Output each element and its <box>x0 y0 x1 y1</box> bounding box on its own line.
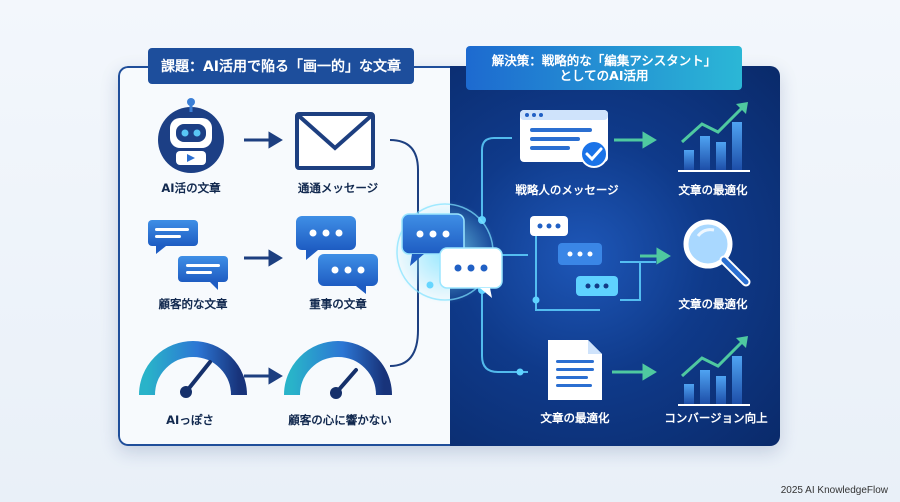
label-optimization-2: 文章の最適化 <box>678 297 748 311</box>
label-customer-text: 顧客的な文章 <box>158 297 228 311</box>
footer-credit: 2025 AI KnowledgeFlow <box>780 485 888 496</box>
label-ai-text: AI活の文章 <box>161 181 221 195</box>
gauge-icon-low <box>139 341 247 398</box>
magnifying-glass-icon <box>683 219 751 287</box>
problem-title: 課題：AI活用で陥る「画一的」な文章 <box>148 48 414 84</box>
browser-check-icon <box>520 110 608 168</box>
solution-title-line1: 解決策：戦略的な「編集アシスタント」 <box>491 53 717 68</box>
chat-bubble-icon <box>148 220 228 290</box>
solution-title: 解決策：戦略的な「編集アシスタント」 としてのAI活用 <box>466 46 742 90</box>
growth-chart-icon-bottom <box>678 336 750 406</box>
label-generic-message: 通通メッセージ <box>297 181 379 195</box>
flow-arrows <box>612 131 671 381</box>
label-conversion-up: コンバージョン向上 <box>664 411 768 425</box>
robot-icon <box>158 98 224 173</box>
center-chat-bubbles-icon <box>393 200 503 304</box>
gauge-icon-high <box>284 341 392 399</box>
label-ai-ness: AIっぽさ <box>166 413 214 427</box>
label-no-resonance: 顧客の心に響かない <box>288 413 392 427</box>
label-strategic-message: 戦略人のメッセージ <box>515 183 619 197</box>
chat-dots-icon <box>296 216 378 294</box>
label-optimization-3: 文章の最適化 <box>540 411 610 425</box>
label-important-text: 重事の文章 <box>309 297 367 311</box>
small-chat-bubbles-icon <box>530 216 618 296</box>
label-optimization-1: 文章の最適化 <box>678 183 748 197</box>
flow-lines <box>481 137 656 373</box>
document-icon <box>548 340 602 400</box>
growth-chart-icon-top <box>678 102 750 172</box>
solution-title-line2: としてのAI活用 <box>559 68 649 83</box>
left-arrows <box>244 131 283 385</box>
envelope-icon <box>295 112 375 170</box>
